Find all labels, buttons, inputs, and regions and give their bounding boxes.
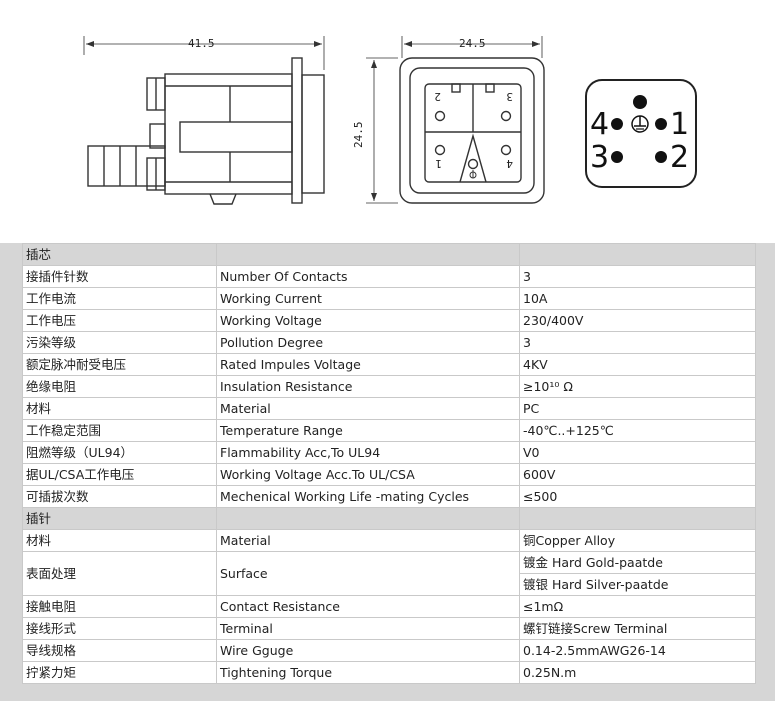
side-width-dimension: 41.5 [188,37,215,50]
param-name-cn: 材料 [22,529,217,552]
table-frame-bottom [0,683,775,701]
param-value: 4KV [519,353,756,376]
section-spacer [216,507,520,530]
param-value: 0.25N.m [519,661,756,684]
technical-drawings: 41.5 24.5 24.5 2 3 1 4 [83,36,697,205]
side-view-drawing [83,36,325,205]
section-header: 插芯 [22,243,756,266]
param-value: ≤500 [519,485,756,508]
param-name-cn: 接触电阻 [22,595,217,618]
table-row: 镀银 Hard Silver-paatde [23,573,756,596]
param-name-en: Surface [216,551,520,596]
param-value: -40℃..+125℃ [519,419,756,442]
param-name-en: Contact Resistance [216,595,520,618]
param-name-cn: 工作稳定范围 [22,419,217,442]
insert-number-3: 3 [506,90,513,103]
param-value: 0.14-2.5mmAWG26-14 [519,639,756,662]
section-header: 插针 [22,507,756,530]
param-name-en: Insulation Resistance [216,375,520,398]
param-value: 3 [519,265,756,288]
param-name-en: Tightening Torque [216,661,520,684]
pin-label-3: 3 [590,140,609,175]
insert-number-4: 4 [506,157,513,170]
param-name-cn: 拧紧力矩 [22,661,217,684]
table-frame-right [755,243,775,683]
param-name-en: Working Voltage [216,309,520,332]
front-height-dimension: 24.5 [352,122,365,149]
insert-number-2: 2 [434,90,441,103]
param-name-en: Flammability Acc,To UL94 [216,441,520,464]
param-value: 镀金 Hard Gold-paatde [519,551,756,574]
pin-label-2: 2 [670,140,689,175]
section-title: 插芯 [22,243,217,266]
param-name-cn: 可插拔次数 [22,485,217,508]
param-value: 铜Copper Alloy [519,529,756,552]
param-name-en: Temperature Range [216,419,520,442]
param-name-cn: 导线规格 [22,639,217,662]
param-name-en: Material [216,397,520,420]
section-title: 插针 [22,507,217,530]
insert-number-1: 1 [435,157,442,170]
param-value: ≥10¹⁰ Ω [519,375,756,398]
param-name-en: Pollution Degree [216,331,520,354]
param-name-cn: 工作电流 [22,287,217,310]
param-value: 3 [519,331,756,354]
param-value: 600V [519,463,756,486]
param-name-cn: 工作电压 [22,309,217,332]
pinout-diagram [585,79,697,188]
param-value: 镀银 Hard Silver-paatde [519,573,756,596]
pin-label-4: 4 [590,107,609,142]
param-name-en: Mechenical Working Life -mating Cycles [216,485,520,508]
param-name-en: Working Voltage Acc.To UL/CSA [216,463,520,486]
param-value: PC [519,397,756,420]
pin-label-1: 1 [670,107,689,142]
param-name-cn: 接插件针数 [22,265,217,288]
param-value: 10A [519,287,756,310]
param-name-cn: 接线形式 [22,617,217,640]
param-name-cn: 绝缘电阻 [22,375,217,398]
param-name-en: Number Of Contacts [216,265,520,288]
param-name-cn: 污染等级 [22,331,217,354]
param-name-en: Wire Gguge [216,639,520,662]
param-name-cn: 表面处理 [22,551,217,596]
section-spacer [519,243,756,266]
param-value: ≤1mΩ [519,595,756,618]
section-spacer [216,243,520,266]
param-value: 螺钉链接Screw Terminal [519,617,756,640]
front-width-dimension: 24.5 [459,37,486,50]
param-name-en: Rated Impules Voltage [216,353,520,376]
param-name-cn: 材料 [22,397,217,420]
param-name-en: Terminal [216,617,520,640]
param-name-cn: 据UL/CSA工作电压 [22,463,217,486]
param-name-en: Working Current [216,287,520,310]
section-spacer [519,507,756,530]
front-view-drawing [366,36,545,204]
param-name-cn: 阻燃等级（UL94） [22,441,217,464]
table-frame-left [0,243,22,683]
param-value: 230/400V [519,309,756,332]
param-name-en: Material [216,529,520,552]
param-value: V0 [519,441,756,464]
param-name-cn: 额定脉冲耐受电压 [22,353,217,376]
